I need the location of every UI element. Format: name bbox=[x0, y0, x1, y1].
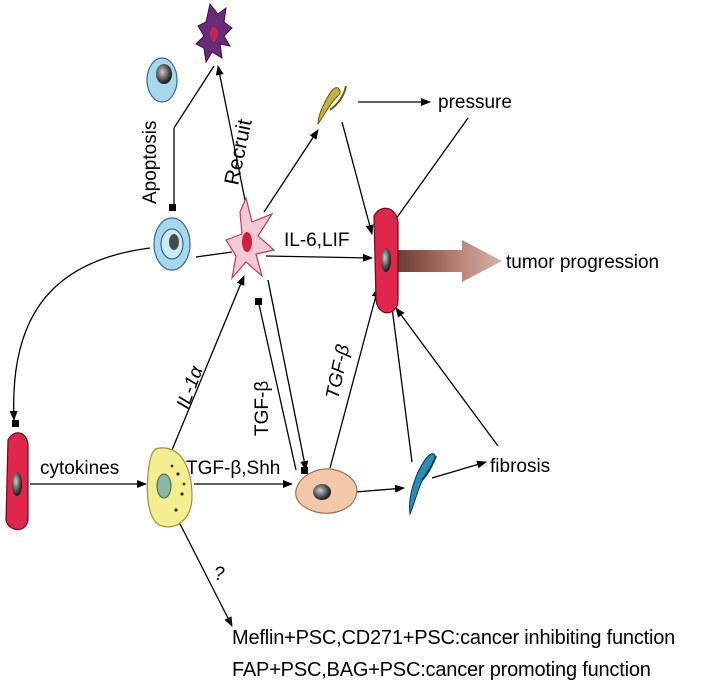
recruit-link bbox=[173, 65, 215, 129]
il1a-arrow bbox=[171, 275, 245, 451]
inhibit-square-fibro bbox=[301, 467, 308, 474]
inhibit-square-apoptosis bbox=[169, 204, 176, 211]
fibro-to-tumor-arrow bbox=[329, 287, 380, 469]
il6-arrow bbox=[265, 253, 373, 262]
tumor-progression-arrow bbox=[398, 240, 502, 282]
apoptotic-cell bbox=[146, 57, 178, 103]
tgfb-feedback-line-b bbox=[267, 279, 309, 471]
fibrosis-to-tumor-arrow bbox=[395, 307, 499, 447]
olive-fiber bbox=[317, 85, 347, 126]
recruit-arrow bbox=[215, 65, 246, 201]
fibro-to-fiber-arrow bbox=[355, 484, 405, 493]
pressure-to-tumor-arrow bbox=[387, 117, 469, 231]
tumor-progression-label: tumor progression bbox=[506, 252, 659, 273]
tgfb-feedback-line-a bbox=[257, 299, 297, 471]
blue-to-left-tumor-arrow bbox=[9, 247, 151, 421]
cytokines-label: cytokines bbox=[40, 458, 119, 479]
inhibit-square-left-tumor bbox=[12, 420, 19, 427]
question-label: ? bbox=[214, 564, 225, 585]
fiber2-to-tumor-arrow bbox=[387, 291, 413, 463]
blue-fiber bbox=[409, 453, 437, 516]
tumor-cell-left bbox=[5, 432, 29, 531]
recruit-label: Recruit bbox=[220, 117, 256, 187]
psc-to-blue-line bbox=[195, 251, 233, 258]
tgfb-left-label: TGF-β bbox=[252, 381, 273, 436]
fibroblast-cell bbox=[295, 468, 358, 514]
fiber-to-tumor-arrow bbox=[341, 121, 374, 235]
tumor-cell-main bbox=[373, 207, 399, 314]
inhibit-square-tgfb bbox=[255, 298, 262, 305]
recruited-cell bbox=[195, 2, 233, 64]
function-line-1: Meflin+PSC,CD271+PSC:cancer inhibiting f… bbox=[232, 627, 675, 649]
fiber2-to-fibrosis-arrow bbox=[431, 460, 487, 479]
pressure-label: pressure bbox=[438, 92, 512, 113]
inhibition-markers bbox=[12, 204, 308, 474]
connectors bbox=[9, 65, 499, 627]
fibrosis-label: fibrosis bbox=[490, 456, 550, 477]
il1a-label: IL-1α bbox=[173, 362, 208, 411]
psc-to-fiber-arrow bbox=[263, 129, 319, 213]
il6-lif-label: IL-6,LIF bbox=[284, 230, 349, 251]
blue-immune-cell bbox=[153, 217, 191, 271]
function-line-2: FAP+PSC,BAG+PSC:cancer promoting functio… bbox=[232, 659, 651, 681]
quiescent-psc bbox=[146, 447, 193, 528]
tgfb-shh-label: TGF-β,Shh bbox=[186, 458, 280, 479]
activated-psc bbox=[225, 196, 276, 281]
psc-to-function-arrow bbox=[175, 515, 233, 627]
apoptosis-label: Apoptosis bbox=[140, 121, 161, 204]
